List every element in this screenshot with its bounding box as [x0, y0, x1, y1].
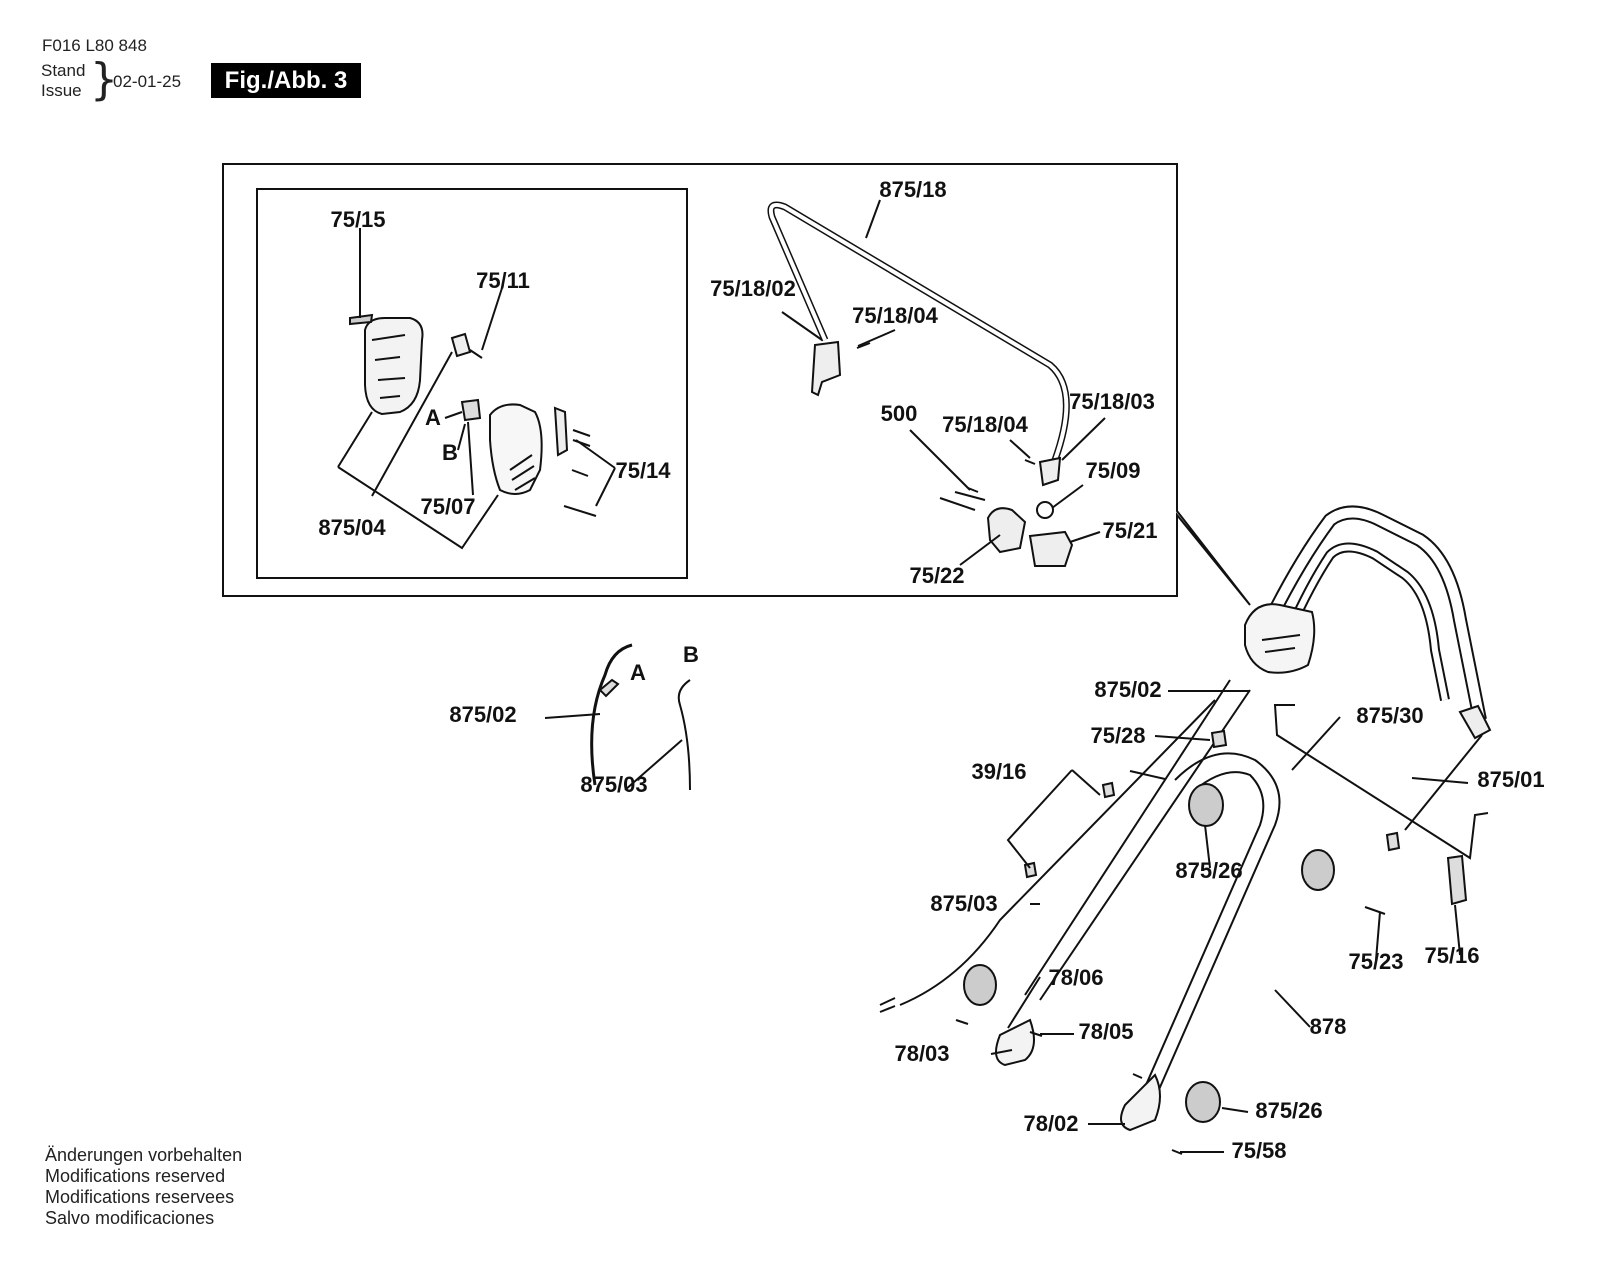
switch-contact-part: [460, 398, 482, 422]
knobs: [963, 783, 1335, 1123]
label-75-21: 75/21: [1102, 518, 1158, 543]
label-875-02: 875/02: [1094, 677, 1162, 702]
label-75-11: 75/11: [476, 268, 530, 293]
handle-rod: [1404, 734, 1483, 831]
label-75-22: 75/22: [909, 563, 965, 588]
switch-housing-part: [349, 313, 424, 416]
cable-875-02: [590, 643, 633, 786]
notice-german: Änderungen vorbehalten: [45, 1145, 243, 1165]
label-78-03: 78/03: [894, 1041, 950, 1066]
label-875-18: 875/18: [879, 177, 947, 202]
label-75-16: 75/16: [1424, 943, 1480, 968]
label-a-inset: A: [425, 405, 441, 430]
modifications-notice: Änderungen vorbehalten Modifications res…: [45, 1145, 242, 1229]
inset-inner-frame: [256, 188, 688, 579]
label-78-02: 78/02: [1023, 1111, 1079, 1136]
label-875-26-upper: 875/26: [1175, 858, 1243, 883]
label-500: 500: [880, 401, 918, 426]
label-75-18-04-lower: 75/18/04: [942, 412, 1028, 437]
label-75-18-04-upper: 75/18/04: [852, 303, 938, 328]
notice-english: Modifications reserved: [45, 1166, 226, 1186]
issue-date: 02-01-25: [113, 72, 182, 91]
label-878: 878: [1309, 1014, 1347, 1039]
figure-label: Fig./Abb. 3: [211, 63, 361, 98]
cable-875-03: [677, 679, 691, 791]
label-875-04: 875/04: [318, 515, 386, 540]
handle-clamp-right: [1458, 704, 1492, 740]
label-39-16: 39/16: [971, 759, 1027, 784]
switch-button-part: [450, 332, 472, 358]
label-78-05: 78/05: [1078, 1019, 1134, 1044]
bracket-78-03: [995, 1018, 1035, 1067]
knob-cap: [1028, 530, 1074, 567]
clip-75-16: [1446, 854, 1468, 906]
label-875-30: 875/30: [1356, 703, 1424, 728]
label-75-58: 75/58: [1231, 1138, 1287, 1163]
spring-ring: [1036, 501, 1054, 519]
cable-run: [899, 699, 1216, 1006]
label-75-14: 75/14: [615, 458, 671, 483]
label-75-18-03: 75/18/03: [1069, 389, 1155, 414]
bracket-part: [553, 406, 569, 457]
handle-clip-left: [810, 340, 842, 397]
brace-icon: }: [90, 54, 118, 105]
label-75-07: 75/07: [420, 494, 476, 519]
notice-french: Modifications reservees: [45, 1187, 235, 1207]
inset-outer-frame: [222, 163, 1251, 606]
label-875-03: 875/03: [930, 891, 998, 916]
label-a-cable: A: [630, 660, 646, 685]
label-875-26-lower: 875/26: [1255, 1098, 1323, 1123]
label-75-23: 75/23: [1348, 949, 1404, 974]
label-875-01: 875/01: [1477, 767, 1545, 792]
bracket-78-02: [1120, 1073, 1161, 1132]
label-75-09: 75/09: [1085, 458, 1141, 483]
label-b-inset: B: [442, 440, 458, 465]
label-78-06: 78/06: [1048, 965, 1104, 990]
issue-label: Issue: [41, 81, 82, 100]
label-b-cable: B: [683, 642, 699, 667]
switch-cover-part: [489, 403, 543, 495]
label-75-18-02: 75/18/02: [710, 276, 796, 301]
part-number: F016 L80 848: [42, 36, 147, 55]
label-875-02-cable: 875/02: [449, 702, 517, 727]
handle-clip-right: [1038, 456, 1062, 487]
knob-housing: [986, 507, 1027, 554]
stand-label: Stand: [41, 61, 86, 80]
notice-spanish: Salvo modificaciones: [45, 1208, 215, 1228]
label-875-03-cable: 875/03: [580, 772, 648, 797]
hook-rod: [1273, 704, 1489, 860]
label-75-28: 75/28: [1090, 723, 1146, 748]
label-75-15: 75/15: [330, 207, 386, 232]
